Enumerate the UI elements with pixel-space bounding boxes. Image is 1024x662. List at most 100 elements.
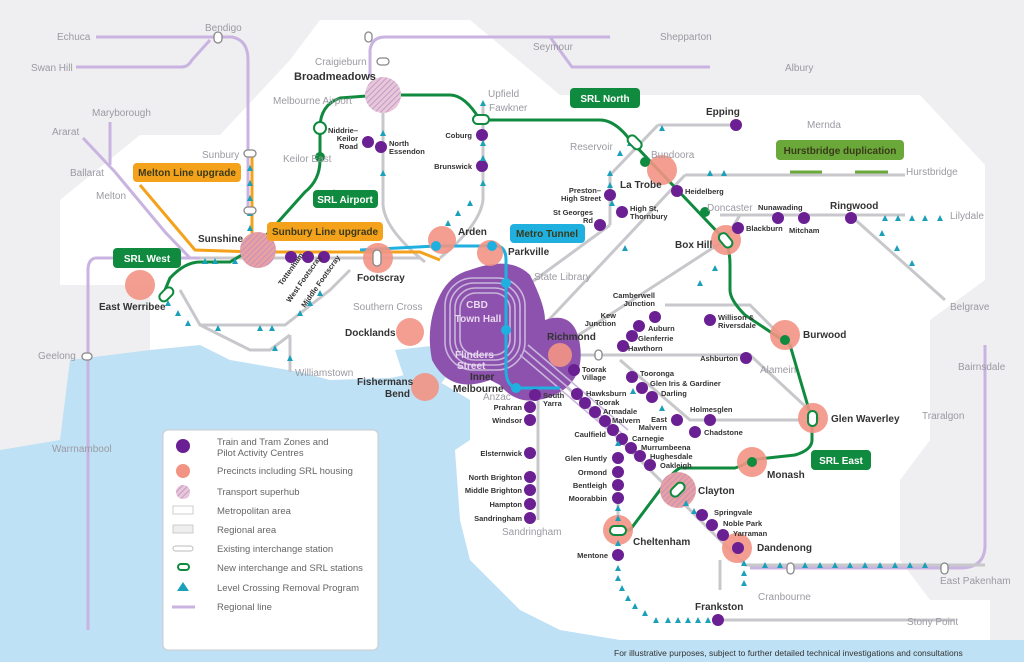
activity-centre-dots	[285, 119, 857, 626]
tag-metro-tunnel: Metro Tunnel	[510, 224, 585, 243]
tag-melton-line-upgrade: Melton Line upgrade	[133, 163, 241, 182]
svg-text:Keilor East: Keilor East	[283, 154, 332, 165]
svg-text:Ararat: Ararat	[52, 127, 79, 138]
svg-text:Chadstone: Chadstone	[704, 428, 743, 437]
svg-text:Preston–: Preston–	[569, 186, 601, 195]
svg-text:Prahran: Prahran	[494, 403, 523, 412]
svg-text:East: East	[651, 415, 667, 424]
svg-text:SRL East: SRL East	[819, 456, 863, 467]
tag-srl-airport: SRL Airport	[313, 190, 378, 208]
svg-text:Yarra: Yarra	[543, 399, 563, 408]
svg-text:Kew: Kew	[601, 311, 617, 320]
major-labels: Broadmeadows Sunshine Footscray East Wer…	[99, 71, 900, 613]
svg-text:Sandringham: Sandringham	[502, 527, 561, 538]
svg-text:Riversdale: Riversdale	[718, 321, 756, 330]
svg-text:Thornbury: Thornbury	[630, 212, 668, 221]
svg-text:Murrumbeena: Murrumbeena	[641, 443, 691, 452]
svg-text:Arden: Arden	[458, 227, 487, 238]
svg-text:Hawthorn: Hawthorn	[628, 344, 663, 353]
svg-text:Lilydale: Lilydale	[950, 211, 984, 222]
svg-text:Maryborough: Maryborough	[92, 108, 151, 119]
svg-text:Belgrave: Belgrave	[950, 302, 990, 313]
svg-text:North Brighton: North Brighton	[469, 473, 523, 482]
svg-text:Tooronga: Tooronga	[640, 369, 675, 378]
svg-text:Street: Street	[457, 361, 486, 372]
footnote: For illustrative purposes, subject to fu…	[614, 648, 963, 658]
svg-text:Sunshine: Sunshine	[198, 234, 243, 245]
svg-text:Rd: Rd	[583, 216, 593, 225]
svg-text:Ormond: Ormond	[578, 468, 608, 477]
svg-text:Williamstown: Williamstown	[295, 368, 353, 379]
svg-text:Mitcham: Mitcham	[789, 226, 820, 235]
svg-text:Junction: Junction	[585, 319, 617, 328]
svg-text:Pilot Activity Centres: Pilot Activity Centres	[217, 448, 304, 459]
svg-text:Bentleigh: Bentleigh	[573, 481, 608, 490]
srl-station-dots	[315, 152, 790, 467]
svg-text:Blackburn: Blackburn	[746, 224, 783, 233]
svg-text:Dandenong: Dandenong	[757, 543, 812, 554]
svg-text:Burwood: Burwood	[803, 330, 846, 341]
svg-text:Nunawading: Nunawading	[758, 203, 803, 212]
svg-text:St Georges: St Georges	[553, 208, 593, 217]
svg-text:Epping: Epping	[706, 107, 740, 118]
precinct-icon	[176, 464, 190, 478]
svg-text:Glen Huntly: Glen Huntly	[565, 454, 608, 463]
svg-text:Bundoora: Bundoora	[651, 150, 695, 161]
svg-text:Darling: Darling	[661, 389, 687, 398]
svg-text:Sunbury: Sunbury	[202, 150, 239, 161]
svg-text:Bend: Bend	[385, 389, 410, 400]
svg-text:Fishermans: Fishermans	[357, 377, 414, 388]
svg-text:Bairnsdale: Bairnsdale	[958, 362, 1006, 373]
svg-text:SRL West: SRL West	[124, 254, 171, 265]
metro-area-icon	[172, 505, 194, 515]
svg-text:Frankston: Frankston	[695, 602, 743, 613]
svg-text:South: South	[543, 391, 565, 400]
svg-text:Carnegie: Carnegie	[632, 434, 664, 443]
svg-text:Cranbourne: Cranbourne	[758, 592, 811, 603]
svg-text:Oakleigh: Oakleigh	[660, 461, 692, 470]
svg-text:Doncaster: Doncaster	[707, 203, 753, 214]
legend: Train and Tram Zones and Pilot Activity …	[162, 429, 379, 651]
svg-text:Bendigo: Bendigo	[205, 23, 242, 34]
svg-text:Ballarat: Ballarat	[70, 168, 104, 179]
metro-tunnel-stations	[431, 241, 521, 393]
svg-text:Sunbury Line upgrade: Sunbury Line upgrade	[272, 227, 379, 238]
svg-text:Alamein: Alamein	[760, 365, 796, 376]
svg-text:Albury: Albury	[785, 63, 813, 74]
svg-text:State Library: State Library	[534, 272, 591, 283]
svg-text:Glen Iris & Gardiner: Glen Iris & Gardiner	[650, 379, 721, 388]
grey-labels: Echuca Bendigo Swan Hill Maryborough Ara…	[31, 23, 1011, 628]
svg-text:Metro Tunnel: Metro Tunnel	[516, 229, 578, 240]
svg-text:Mernda: Mernda	[807, 120, 841, 131]
svg-text:Swan Hill: Swan Hill	[31, 63, 73, 74]
svg-text:Box Hill: Box Hill	[675, 240, 712, 251]
level-crossing-icon	[177, 582, 189, 591]
svg-text:Fawkner: Fawkner	[489, 103, 528, 114]
svg-text:Ringwood: Ringwood	[830, 201, 878, 212]
svg-text:Niddrie–: Niddrie–	[328, 126, 358, 135]
svg-text:Noble Park: Noble Park	[723, 519, 763, 528]
svg-text:Glen Waverley: Glen Waverley	[831, 414, 900, 425]
superhub-icon	[176, 485, 190, 499]
regional-area-icon	[172, 524, 194, 534]
tag-sunbury-line-upgrade: Sunbury Line upgrade	[267, 222, 383, 241]
svg-text:Traralgon: Traralgon	[922, 411, 964, 422]
svg-text:Windsor: Windsor	[492, 416, 522, 425]
svg-text:SRL North: SRL North	[580, 94, 629, 105]
svg-text:Existing interchange station: Existing interchange station	[217, 544, 333, 555]
existing-interchange-icon	[172, 545, 194, 552]
svg-text:Cheltenham: Cheltenham	[633, 537, 690, 548]
svg-text:Regional area: Regional area	[217, 525, 277, 536]
svg-text:Stony Point: Stony Point	[907, 617, 958, 628]
svg-text:North: North	[389, 139, 409, 148]
svg-text:Hurstbridge: Hurstbridge	[906, 167, 958, 178]
svg-text:Anzac: Anzac	[483, 392, 511, 403]
svg-text:Junction: Junction	[624, 299, 656, 308]
svg-text:Footscray: Footscray	[357, 273, 405, 284]
svg-text:Precincts including SRL housin: Precincts including SRL housing	[217, 466, 353, 477]
svg-text:Flinders: Flinders	[455, 350, 494, 361]
svg-text:Broadmeadows: Broadmeadows	[294, 71, 376, 83]
svg-text:East Werribee: East Werribee	[99, 302, 166, 313]
svg-text:Craigieburn: Craigieburn	[315, 57, 367, 68]
svg-text:Malvern: Malvern	[612, 416, 641, 425]
